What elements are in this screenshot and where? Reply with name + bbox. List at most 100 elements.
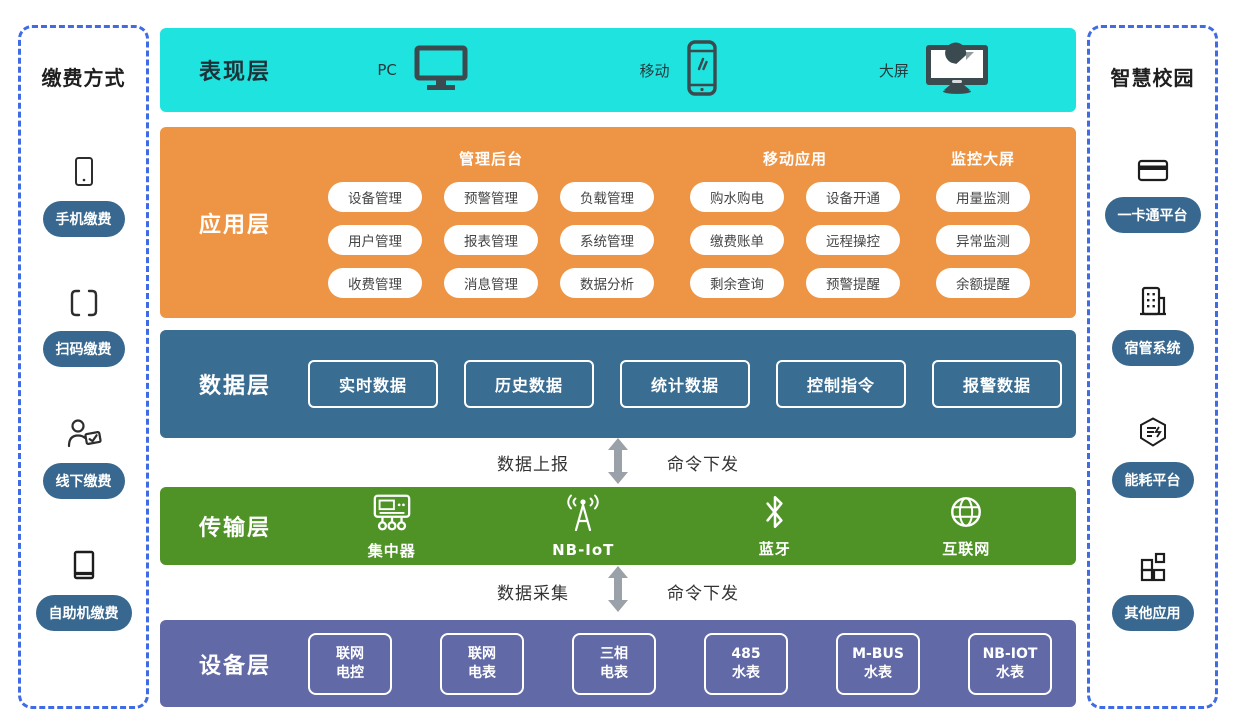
- app-group-monitor: 监控大屏 用量监测 异常监测 余额提醒: [936, 148, 1030, 298]
- transport-item-concentrator: 集中器: [296, 491, 488, 561]
- smartphone-icon: [66, 154, 102, 190]
- campus-panel-title: 智慧校园: [1110, 66, 1195, 90]
- data-box: 统计数据: [620, 360, 750, 408]
- app-group-mobile-title: 移动应用: [762, 149, 827, 168]
- payment-panel-title: 缴费方式: [41, 66, 126, 90]
- device-bigscreen: 大屏: [807, 39, 1062, 101]
- app-group-mobile-grid: 购水购电 设备开通 缴费账单 远程操控 剩余查询 预警提醒: [690, 181, 900, 298]
- app-button: 预警提醒: [806, 267, 900, 298]
- payment-item-label: 手机缴费: [42, 201, 125, 237]
- app-button: 设备开通: [806, 181, 900, 212]
- device-box-line2: 水表: [864, 664, 892, 681]
- data-layer: 数据层 实时数据 历史数据 统计数据 控制指令 报警数据: [160, 330, 1076, 438]
- mobile-label: 移动: [639, 61, 670, 80]
- device-box: M-BUS 水表: [836, 632, 920, 695]
- device-layer: 设备层 联网 电控 联网 电表 三相 电表 485 水表 M-BUS 水表: [160, 620, 1076, 707]
- device-box-line2: 水表: [732, 664, 760, 681]
- kiosk-icon: [66, 548, 102, 584]
- antenna-icon: [561, 494, 605, 538]
- data-boxes: 实时数据 历史数据 统计数据 控制指令 报警数据: [296, 360, 1062, 408]
- command-dispatch-label: 命令下发: [667, 455, 739, 475]
- person-check-icon: [64, 416, 104, 452]
- device-box-line2: 电表: [468, 664, 496, 681]
- transport-items: 集中器 NB-IoT: [296, 491, 1062, 561]
- app-button: 报表管理: [444, 224, 538, 255]
- device-box: 联网 电控: [308, 632, 392, 695]
- scan-frame-icon: [66, 286, 102, 320]
- app-group-admin: 管理后台 设备管理 预警管理 负载管理 用户管理 报表管理 系统管理 收费管理 …: [328, 148, 654, 298]
- pc-label: PC: [377, 61, 397, 79]
- app-button: 余额提醒: [936, 267, 1030, 298]
- transport-item-nbiot: NB-IoT: [488, 491, 680, 561]
- device-box-line2: 电控: [336, 664, 364, 681]
- bluetooth-label: 蓝牙: [758, 540, 791, 558]
- transport-layer: 传输层 集中器: [160, 487, 1076, 565]
- application-layer: 应用层 管理后台 设备管理 预警管理 负载管理 用户管理 报表管理 系统管理 收…: [160, 127, 1076, 318]
- app-group-admin-title: 管理后台: [458, 149, 523, 168]
- transport-item-bluetooth: 蓝牙: [679, 491, 871, 561]
- app-button: 购水购电: [690, 181, 784, 212]
- device-box: 联网 电表: [440, 632, 524, 695]
- payment-item-offline: 线下缴费: [42, 416, 125, 499]
- smart-campus-panel: 智慧校园 一卡通平台: [1087, 25, 1218, 709]
- device-box-line2: 电表: [600, 664, 628, 681]
- architecture-stack: 表现层 PC 移动: [160, 28, 1076, 707]
- internet-label: 互联网: [942, 540, 991, 558]
- presentation-devices: PC 移动: [296, 39, 1062, 101]
- device-box-line2: 水表: [996, 664, 1024, 681]
- bigscreen-chart-icon: [924, 42, 990, 98]
- app-button: 系统管理: [560, 224, 654, 255]
- application-groups: 管理后台 设备管理 预警管理 负载管理 用户管理 报表管理 系统管理 收费管理 …: [296, 148, 1062, 298]
- device-mobile: 移动: [551, 39, 806, 101]
- application-layer-title: 应用层: [198, 212, 271, 238]
- app-button: 剩余查询: [690, 267, 784, 298]
- payment-panel-items: 手机缴费 扫码缴费 线下: [21, 91, 146, 706]
- bigscreen-label: 大屏: [878, 61, 909, 80]
- data-report-label: 数据上报: [497, 455, 569, 475]
- app-button: 异常监测: [936, 224, 1030, 255]
- data-layer-title: 数据层: [198, 374, 271, 399]
- app-button: 用户管理: [328, 224, 422, 255]
- energy-hexagon-icon: [1135, 415, 1171, 451]
- app-group-mobile: 移动应用 购水购电 设备开通 缴费账单 远程操控 剩余查询 预警提醒: [690, 148, 900, 298]
- data-box: 控制指令: [776, 360, 906, 408]
- campus-item-card: 一卡通平台: [1104, 154, 1201, 234]
- device-layer-title: 设备层: [198, 653, 271, 679]
- app-button: 缴费账单: [690, 224, 784, 255]
- campus-item-label: 一卡通平台: [1104, 197, 1201, 234]
- device-box-line1: 三相: [600, 645, 628, 662]
- command-dispatch-label: 命令下发: [667, 583, 739, 604]
- app-button: 收费管理: [328, 267, 422, 298]
- device-box-line1: NB-IOT: [982, 645, 1038, 662]
- campus-item-energy: 能耗平台: [1111, 415, 1194, 499]
- data-box: 实时数据: [308, 360, 438, 408]
- connector-data-transport: 数据上报 命令下发: [160, 437, 1076, 488]
- app-group-admin-grid: 设备管理 预警管理 负载管理 用户管理 报表管理 系统管理 收费管理 消息管理 …: [328, 181, 654, 298]
- app-button: 数据分析: [560, 267, 654, 298]
- app-group-monitor-title: 监控大屏: [950, 149, 1015, 168]
- app-button: 设备管理: [328, 181, 422, 212]
- payment-item-mobile: 手机缴费: [42, 154, 125, 237]
- app-button: 用量监测: [936, 181, 1030, 212]
- data-box: 报警数据: [932, 360, 1062, 408]
- device-boxes: 联网 电控 联网 电表 三相 电表 485 水表 M-BUS 水表 NB-IOT…: [296, 632, 1062, 695]
- globe-icon: [947, 493, 985, 535]
- campus-item-label: 宿管系统: [1111, 329, 1194, 366]
- mobile-phone-icon: [685, 39, 719, 101]
- app-button: 负载管理: [560, 181, 654, 212]
- transport-item-internet: 互联网: [871, 491, 1063, 561]
- campus-item-dorm: 宿管系统: [1111, 283, 1194, 366]
- bluetooth-icon: [762, 493, 788, 535]
- payment-item-label: 线下缴费: [42, 463, 125, 499]
- double-arrow-icon: [607, 437, 629, 488]
- payment-methods-panel: 缴费方式 手机缴费 扫码缴费: [18, 25, 149, 709]
- campus-panel-items: 一卡通平台 宿管系统: [1090, 91, 1215, 706]
- building-icon: [1135, 283, 1171, 319]
- device-box: NB-IOT 水表: [968, 632, 1052, 695]
- device-box-line1: 485: [731, 645, 761, 662]
- transport-layer-title: 传输层: [198, 516, 271, 541]
- payment-item-scan: 扫码缴费: [42, 286, 125, 367]
- data-box: 历史数据: [464, 360, 594, 408]
- concentrator-label: 集中器: [367, 542, 416, 560]
- payment-item-kiosk: 自助机缴费: [35, 548, 132, 631]
